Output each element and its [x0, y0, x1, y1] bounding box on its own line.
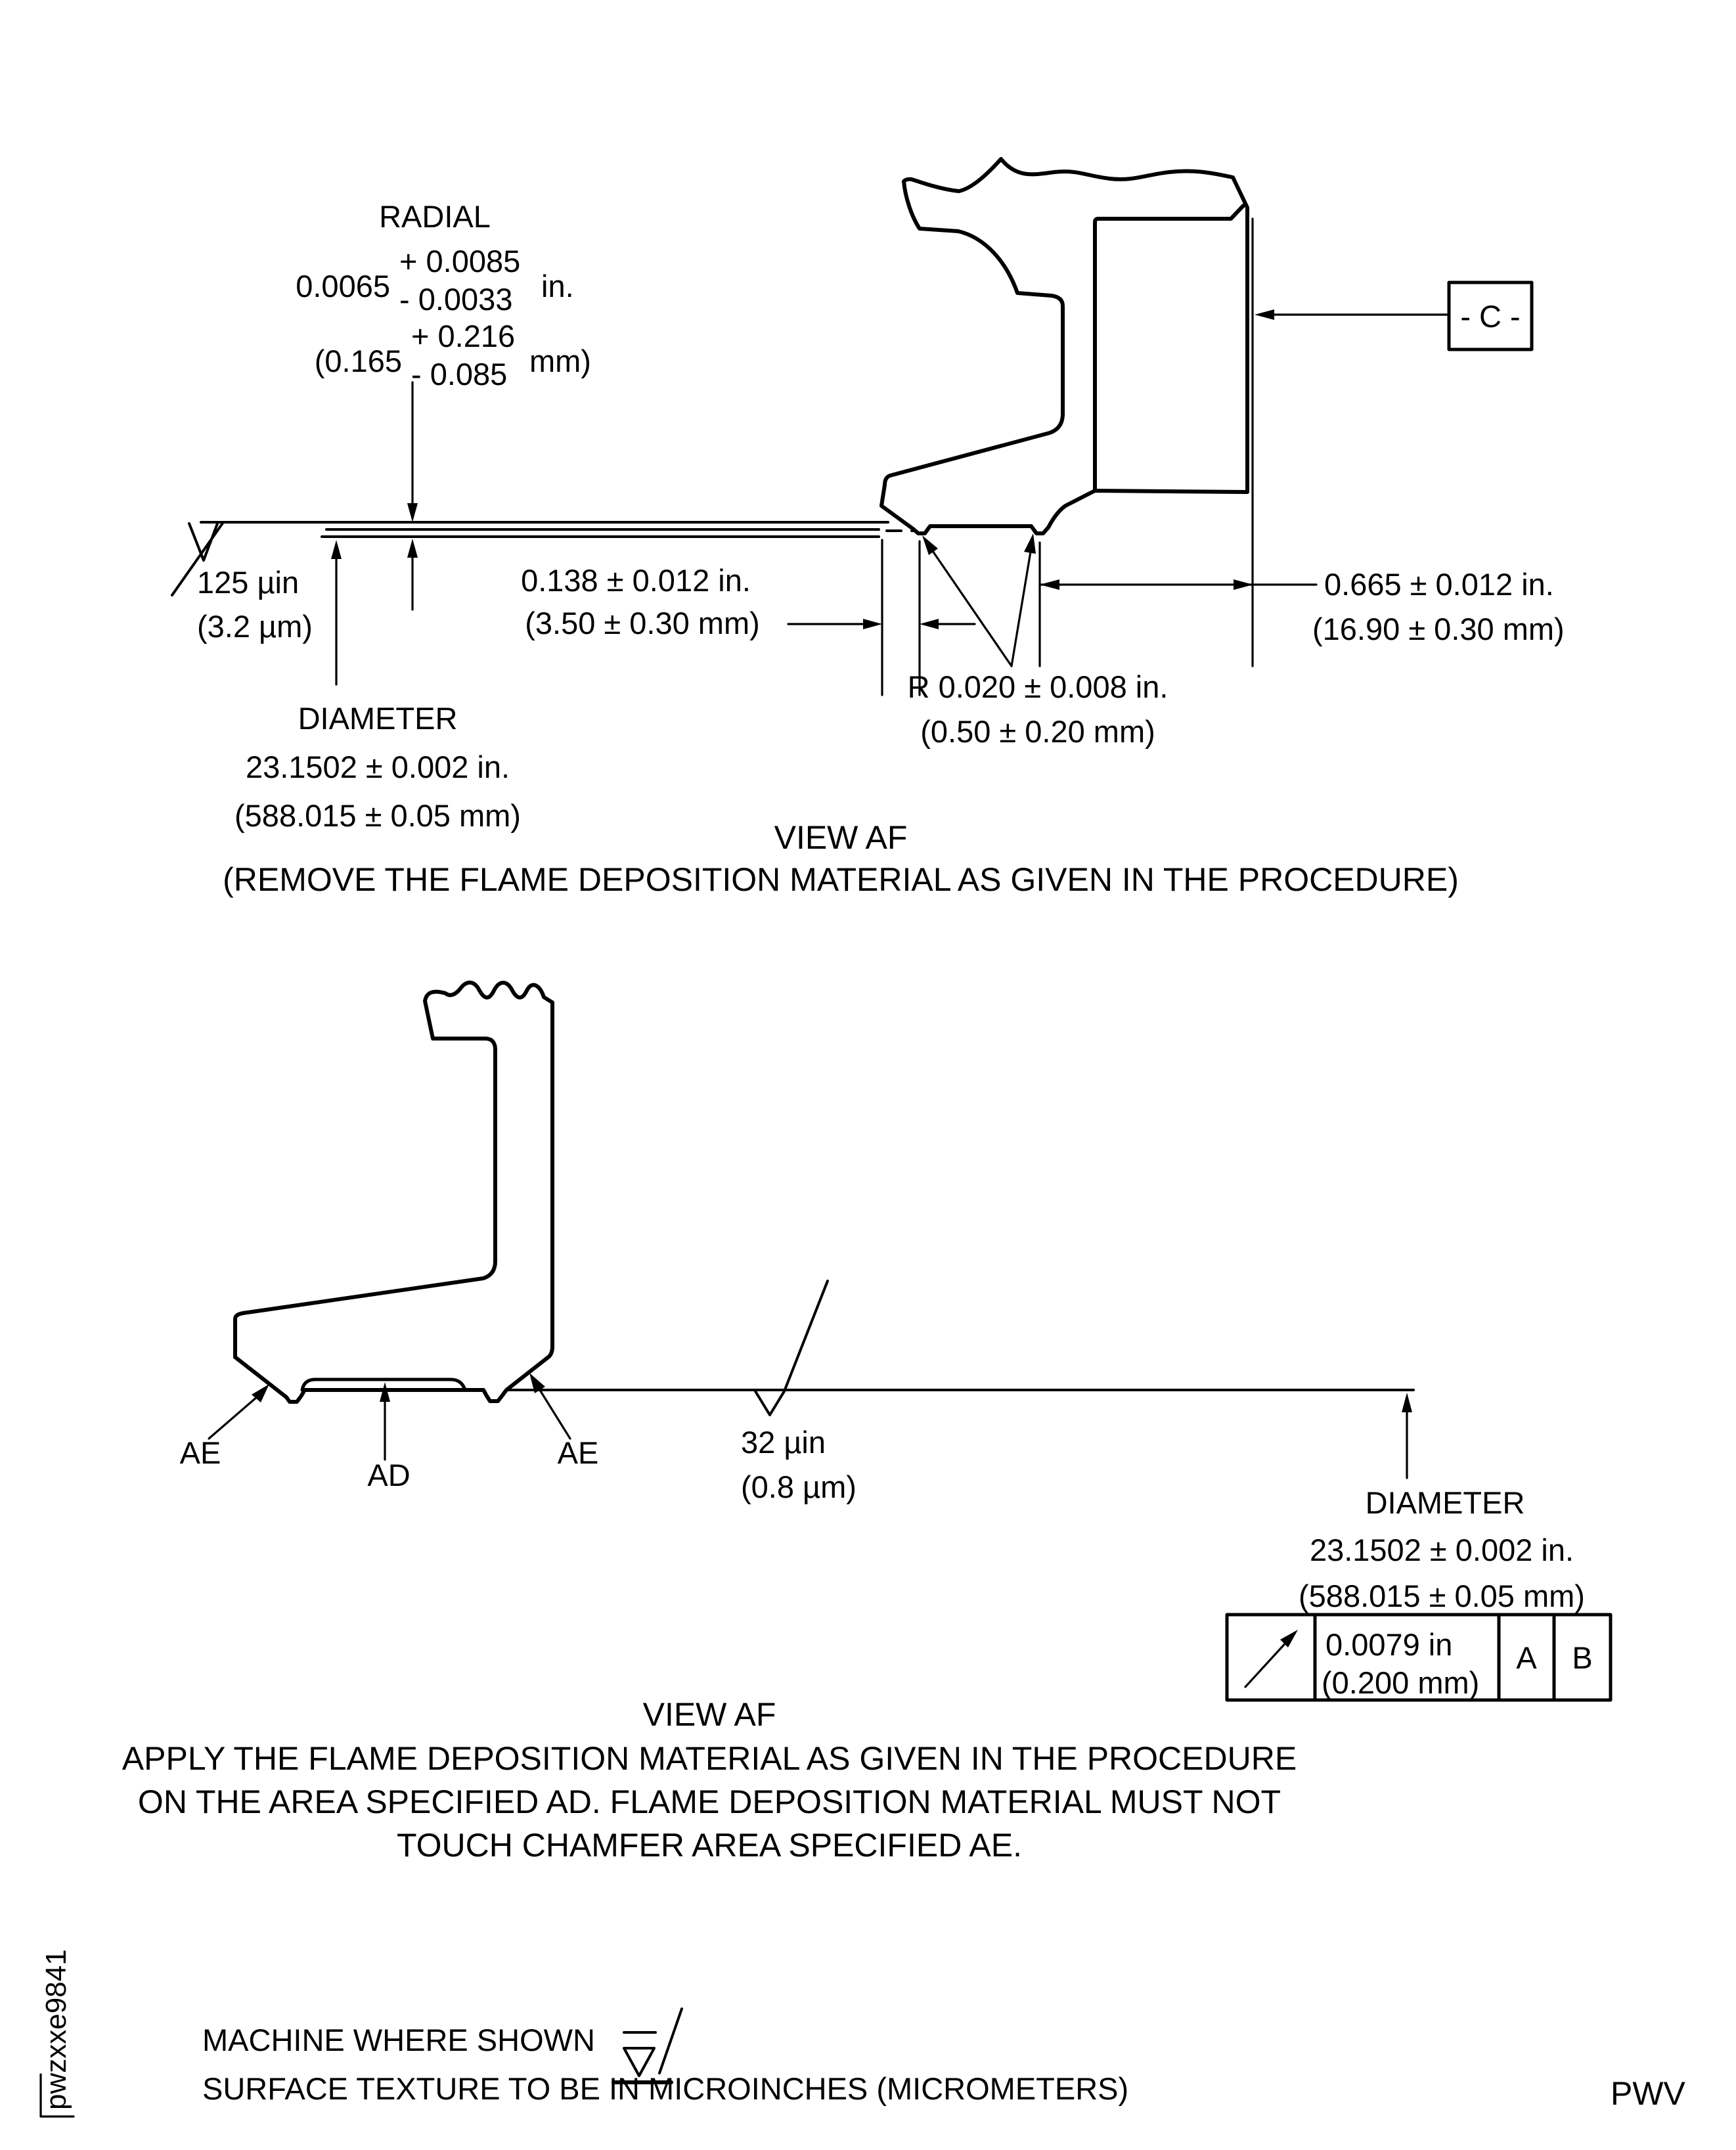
surface-finish-um-view2: (0.8 µm)	[741, 1469, 857, 1504]
fcf-datum-a: A	[1516, 1640, 1537, 1675]
area-labels: AE AD AE	[180, 1373, 599, 1492]
surface-finish-symbol-32	[754, 1280, 829, 1416]
footer-code: PWV	[1611, 2075, 1686, 2112]
radial-unit-mm: mm)	[529, 344, 591, 378]
diameter-label-view2: DIAMETER	[1366, 1485, 1525, 1520]
width-mm: (3.50 ± 0.30 mm)	[525, 606, 760, 640]
view2-caption-line1: APPLY THE FLAME DEPOSITION MATERIAL AS G…	[122, 1740, 1297, 1777]
radial-plus-in: + 0.0085	[399, 244, 520, 279]
radius-in: R 0.020 ± 0.008 in.	[908, 669, 1168, 704]
view1-caption-title: VIEW AF	[774, 819, 908, 856]
radius-mm: (0.50 ± 0.20 mm)	[920, 714, 1155, 749]
diameter-in-view1: 23.1502 ± 0.002 in.	[246, 750, 510, 784]
deposition-strip	[300, 1377, 467, 1392]
height-in: 0.665 ± 0.012 in.	[1324, 567, 1554, 602]
radial-value-in: 0.0065	[296, 269, 390, 303]
fcf-box	[1225, 1613, 1613, 1702]
diameter-label-view1: DIAMETER	[298, 701, 458, 736]
diameter-mm-view1: (588.015 ± 0.05 mm)	[234, 798, 521, 833]
part-shoulder-edge-view1	[1093, 204, 1245, 493]
machining-required-icon	[612, 2007, 683, 2084]
radial-minus-in: - 0.0033	[399, 282, 512, 317]
feature-control-frame: 0.0079 in (0.200 mm) A B	[1225, 1613, 1613, 1702]
view-af-remove: 125 µin (3.2 µm) RADIAL 0.0065 + 0.0085 …	[171, 157, 1565, 898]
radial-dimension: RADIAL 0.0065 + 0.0085 - 0.0033 in. (0.1…	[296, 199, 591, 611]
view2-caption-line3: TOUCH CHAMFER AREA SPECIFIED AE.	[397, 1827, 1022, 1864]
radial-label: RADIAL	[379, 199, 491, 234]
label-ae-right: AE	[558, 1435, 599, 1470]
circular-runout-icon	[1244, 1630, 1298, 1688]
radial-minus-mm: - 0.085	[411, 357, 507, 392]
note-surface-texture: SURFACE TEXTURE TO BE IN MICROINCHES (MI…	[202, 2071, 1128, 2106]
surface-finish-symbol-125	[171, 521, 225, 596]
diameter-callout-view2: DIAMETER 23.1502 ± 0.002 in. (588.015 ± …	[1299, 1393, 1585, 1613]
radial-unit-in: in.	[541, 269, 574, 303]
radius-callout: R 0.020 ± 0.008 in. (0.50 ± 0.20 mm)	[908, 533, 1168, 749]
view1-caption-note: (REMOVE THE FLAME DEPOSITION MATERIAL AS…	[223, 861, 1459, 898]
height-dimension: 0.665 ± 0.012 in. (16.90 ± 0.30 mm)	[1038, 217, 1565, 667]
diameter-in-view2: 23.1502 ± 0.002 in.	[1310, 1533, 1574, 1567]
datum-c: - C -	[1255, 280, 1534, 351]
document-id-vertical: pwzxxe9841	[40, 1949, 72, 2110]
view2-caption-line2: ON THE AREA SPECIFIED AD. FLAME DEPOSITI…	[138, 1783, 1281, 1820]
label-ad: AD	[367, 1458, 410, 1492]
page-marks: pwzxxe9841 PWV	[39, 1949, 1686, 2118]
width-dimension: 0.138 ± 0.012 in. (3.50 ± 0.30 mm)	[521, 539, 976, 696]
id-bracket	[39, 2073, 75, 2118]
note-machine-where-shown: MACHINE WHERE SHOWN	[202, 2023, 595, 2057]
diameter-mm-view2: (588.015 ± 0.05 mm)	[1299, 1579, 1585, 1613]
width-in: 0.138 ± 0.012 in.	[521, 563, 751, 598]
height-mm: (16.90 ± 0.30 mm)	[1312, 612, 1565, 646]
view-af-apply: 32 µin (0.8 µm) AE AD AE DIAMETER 23.150…	[122, 980, 1613, 1864]
part-outline-view1	[879, 157, 1249, 535]
surface-finish-uin-view2: 32 µin	[741, 1425, 826, 1460]
general-notes: MACHINE WHERE SHOWN SURFACE TEXTURE TO B…	[202, 2007, 1128, 2106]
view2-caption-title: VIEW AF	[643, 1696, 776, 1733]
diameter-callout-view1: DIAMETER 23.1502 ± 0.002 in. (588.015 ± …	[234, 540, 521, 833]
datum-c-label: - C -	[1460, 299, 1520, 334]
fcf-tol-mm: (0.200 mm)	[1322, 1665, 1479, 1700]
fcf-tol-in: 0.0079 in	[1325, 1627, 1452, 1662]
surface-finish-um-view1: (3.2 µm)	[197, 609, 313, 644]
part-outline-view2	[233, 980, 554, 1404]
fcf-datum-b: B	[1572, 1640, 1592, 1675]
radial-plus-mm: + 0.216	[411, 319, 515, 353]
label-ae-left: AE	[180, 1435, 221, 1470]
datum-c-box	[1447, 280, 1534, 351]
radial-value-mm: (0.165	[315, 344, 402, 378]
surface-finish-uin-view1: 125 µin	[197, 565, 299, 600]
